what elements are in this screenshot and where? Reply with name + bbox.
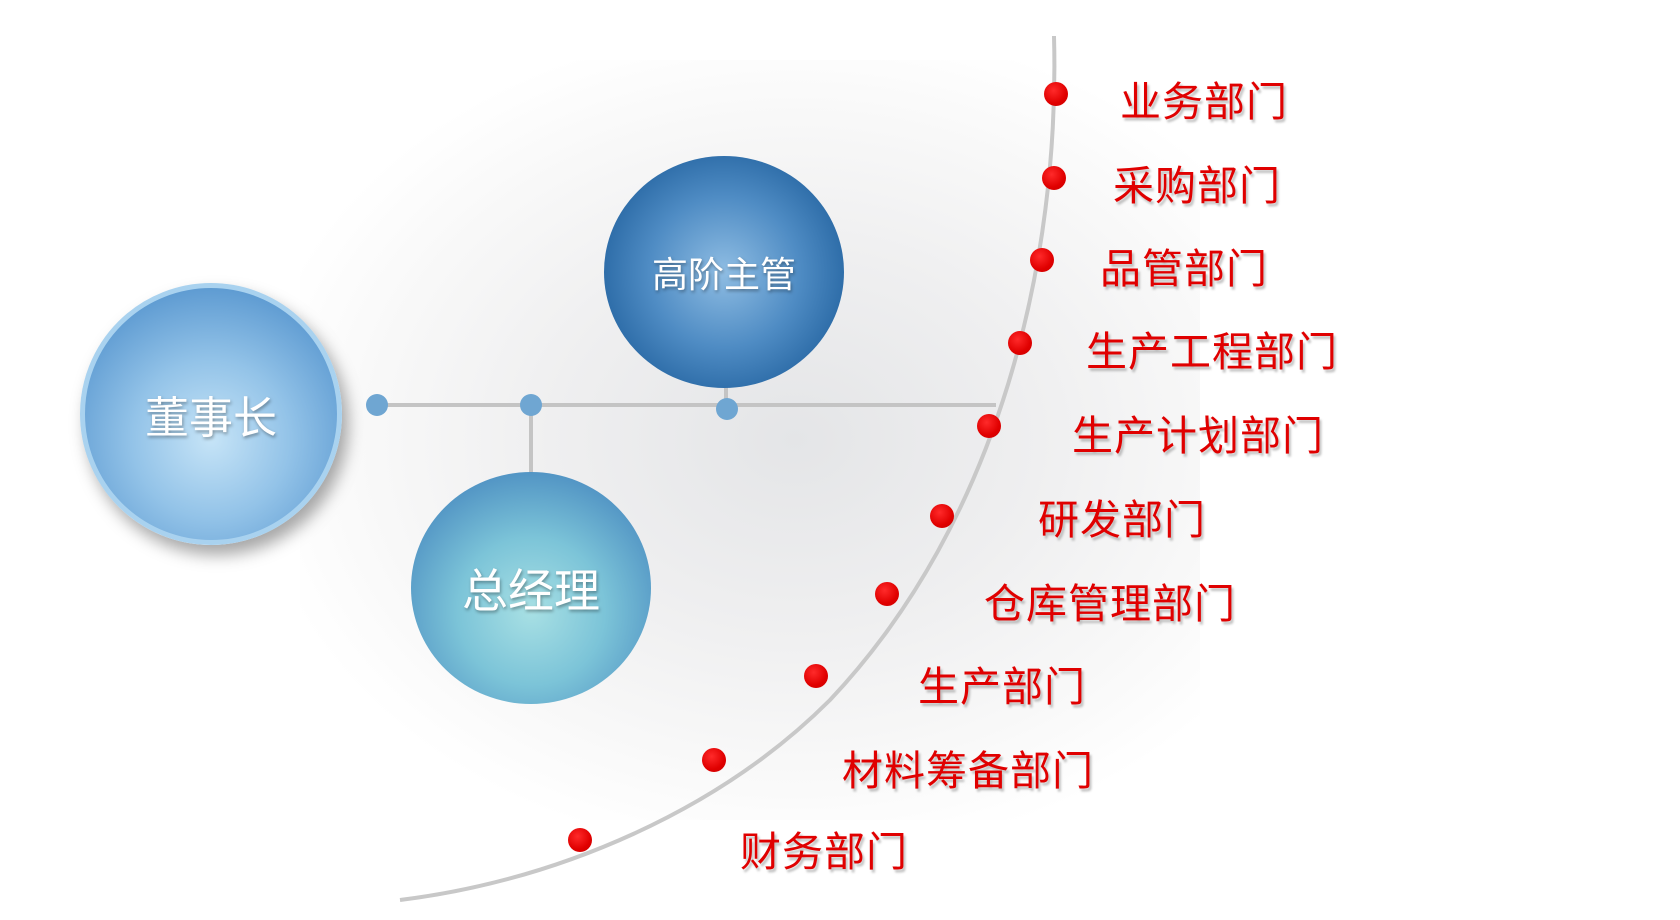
- department-label-quality[interactable]: 品管部门: [1100, 245, 1268, 293]
- department-label-production-planning[interactable]: 生产计划部门: [1072, 412, 1324, 460]
- department-dot: [977, 414, 1001, 438]
- department-label-materials[interactable]: 材料筹备部门: [842, 747, 1094, 795]
- department-arc: [399, 35, 1057, 902]
- department-label-finance[interactable]: 财务部门: [740, 828, 908, 876]
- joint-dot-senior: [716, 398, 738, 420]
- department-label-production-engineering[interactable]: 生产工程部门: [1086, 328, 1338, 376]
- department-dot: [702, 748, 726, 772]
- department-label-rnd[interactable]: 研发部门: [1038, 496, 1206, 544]
- department-dot: [1008, 331, 1032, 355]
- node-senior-management[interactable]: 高阶主管: [604, 156, 844, 388]
- node-general-manager-label: 总经理: [462, 564, 600, 618]
- joint-dot-gm: [520, 394, 542, 416]
- department-label-sales[interactable]: 业务部门: [1120, 78, 1288, 126]
- department-dot: [1042, 166, 1066, 190]
- department-label-production[interactable]: 生产部门: [918, 663, 1086, 711]
- node-general-manager[interactable]: 总经理: [411, 472, 651, 704]
- department-dot: [875, 582, 899, 606]
- department-label-purchasing[interactable]: 采购部门: [1113, 162, 1281, 210]
- department-dot: [804, 664, 828, 688]
- department-dot: [1044, 82, 1068, 106]
- department-dot: [930, 504, 954, 528]
- department-label-warehouse[interactable]: 仓库管理部门: [984, 580, 1236, 628]
- node-senior-management-label: 高阶主管: [651, 255, 796, 296]
- department-dot: [568, 828, 592, 852]
- node-chairman[interactable]: 董事长: [80, 283, 342, 545]
- node-chairman-label: 董事长: [145, 393, 277, 444]
- department-dot: [1030, 248, 1054, 272]
- joint-dot-chairman: [366, 394, 388, 416]
